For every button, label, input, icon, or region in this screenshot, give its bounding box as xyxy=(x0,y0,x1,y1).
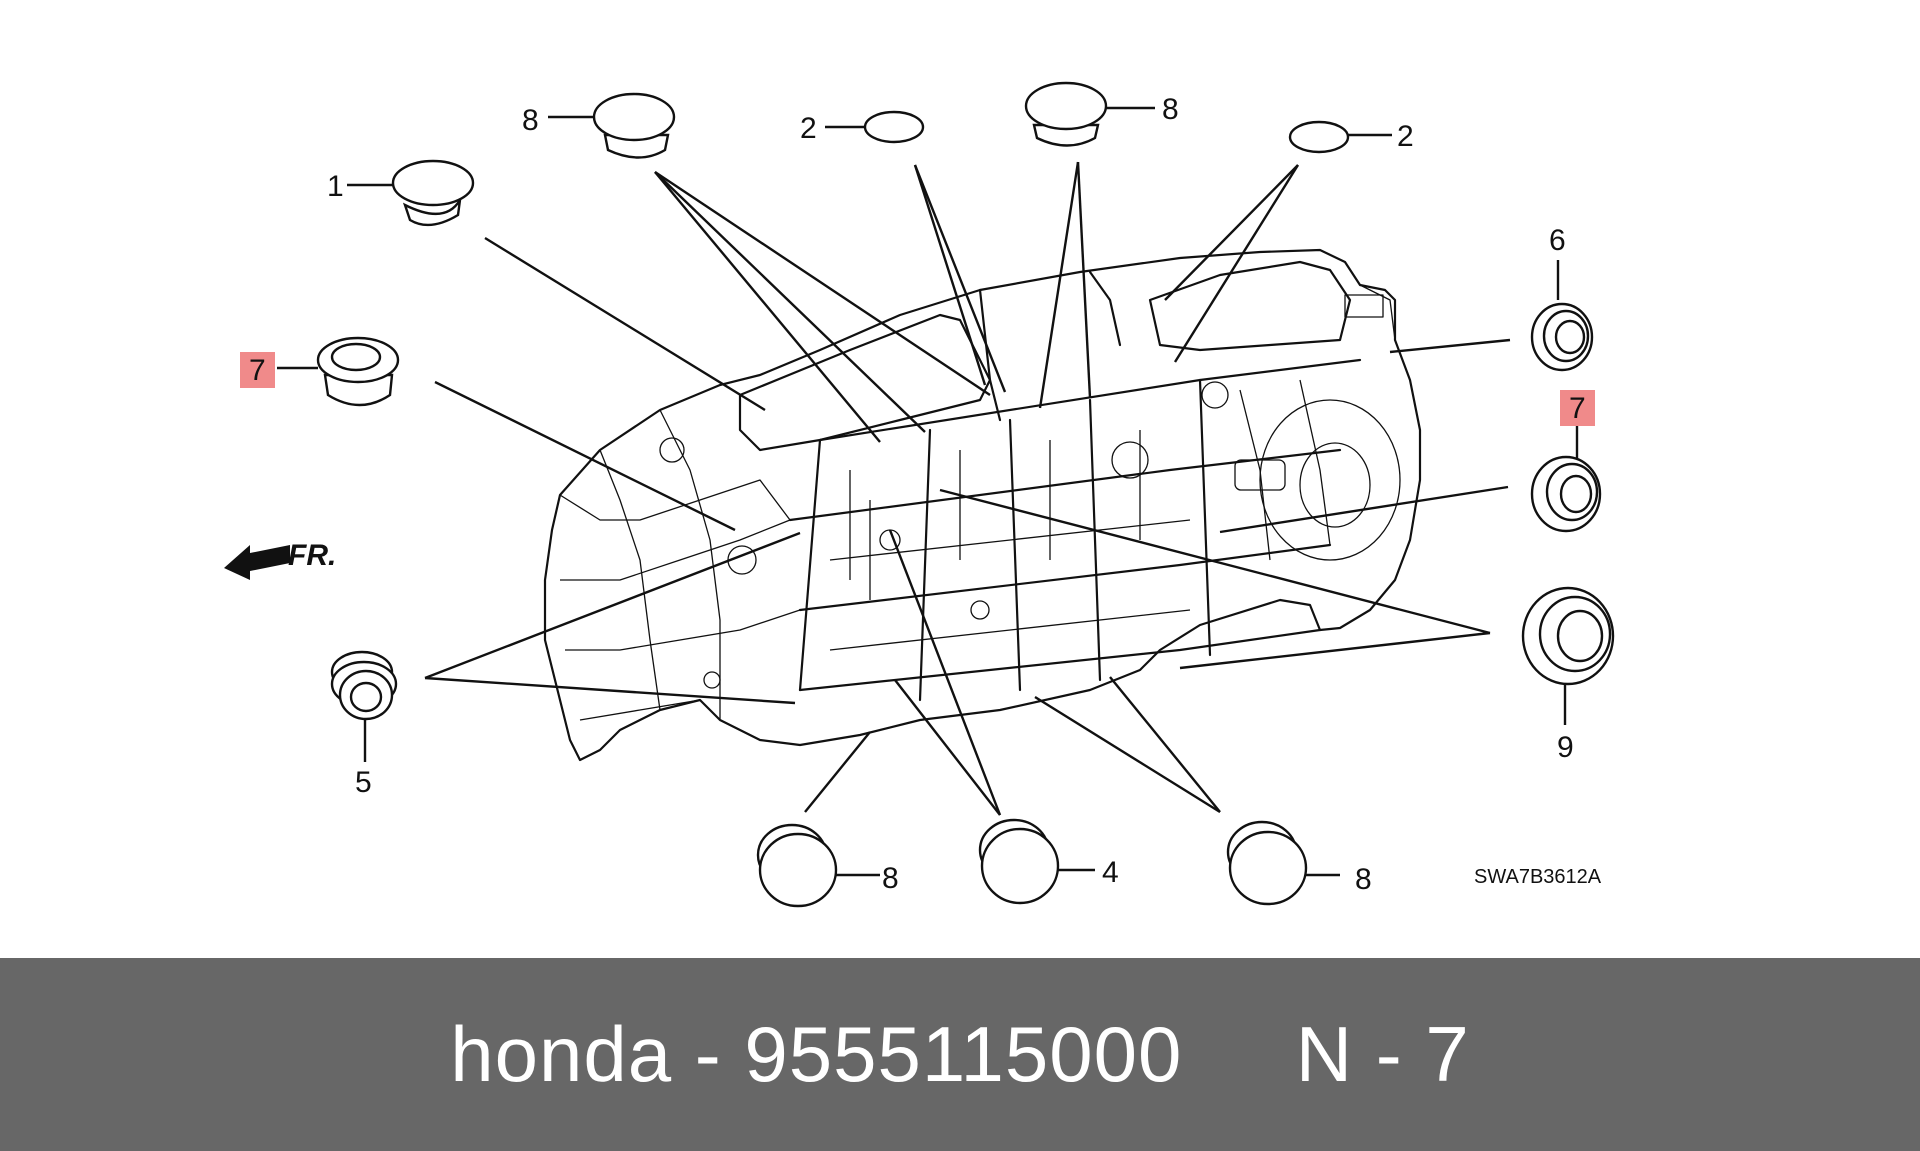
drawing-code: SWA7B3612A xyxy=(1474,866,1602,888)
callout-7-left: 7 xyxy=(249,354,266,387)
part-plug-8-bottom-right xyxy=(1226,820,1308,906)
footer-bar: honda - 9555115000 N - 7 xyxy=(0,958,1920,1151)
callout-7-right: 7 xyxy=(1569,392,1586,425)
part-plug-8-bottom-left xyxy=(756,823,838,908)
callout-4: 4 xyxy=(1102,856,1119,889)
parts-diagram: FR. 8 2 8 2 1 7 6 7 9 5 8 4 8 SWA7B3612A xyxy=(224,81,1615,908)
part-seal-2-top xyxy=(863,110,925,144)
part-grommet-6 xyxy=(1530,302,1594,372)
highlight-marker-right xyxy=(1560,390,1595,426)
part-plug-8-top-right xyxy=(1024,81,1108,147)
part-plug-4 xyxy=(978,818,1060,905)
callout-9: 9 xyxy=(1557,731,1574,764)
callout-8-top-right: 8 xyxy=(1162,93,1179,126)
callout-8-top-left: 8 xyxy=(522,104,539,137)
leader-lines xyxy=(277,106,1579,877)
callout-2-right: 2 xyxy=(1397,120,1414,153)
part-grommet-5 xyxy=(330,650,398,721)
part-grommet-7-left xyxy=(316,336,400,407)
part-seal-2-right xyxy=(1288,120,1350,154)
highlight-marker-left xyxy=(240,352,275,388)
callout-2-top: 2 xyxy=(800,112,817,145)
callout-8-bottom-left: 8 xyxy=(882,862,899,895)
callout-1: 1 xyxy=(327,170,344,203)
callout-6: 6 xyxy=(1549,224,1566,257)
car-body-frame xyxy=(543,248,1422,762)
callout-8-bottom-right: 8 xyxy=(1355,863,1372,896)
diagram-canvas: FR. 8 2 8 2 1 7 6 7 9 5 8 4 8 SWA7B3612A xyxy=(224,81,1615,908)
footer-part-number-text: honda - 9555115000 N - 7 xyxy=(450,1010,1470,1098)
front-direction-arrow-icon: FR. xyxy=(224,539,336,580)
part-grommet-9 xyxy=(1521,586,1615,686)
part-plug-1 xyxy=(391,159,475,227)
callout-5: 5 xyxy=(355,766,372,799)
part-plug-8-top-left xyxy=(592,92,676,159)
part-grommet-7-right xyxy=(1530,455,1602,533)
front-direction-label: FR. xyxy=(288,539,336,572)
